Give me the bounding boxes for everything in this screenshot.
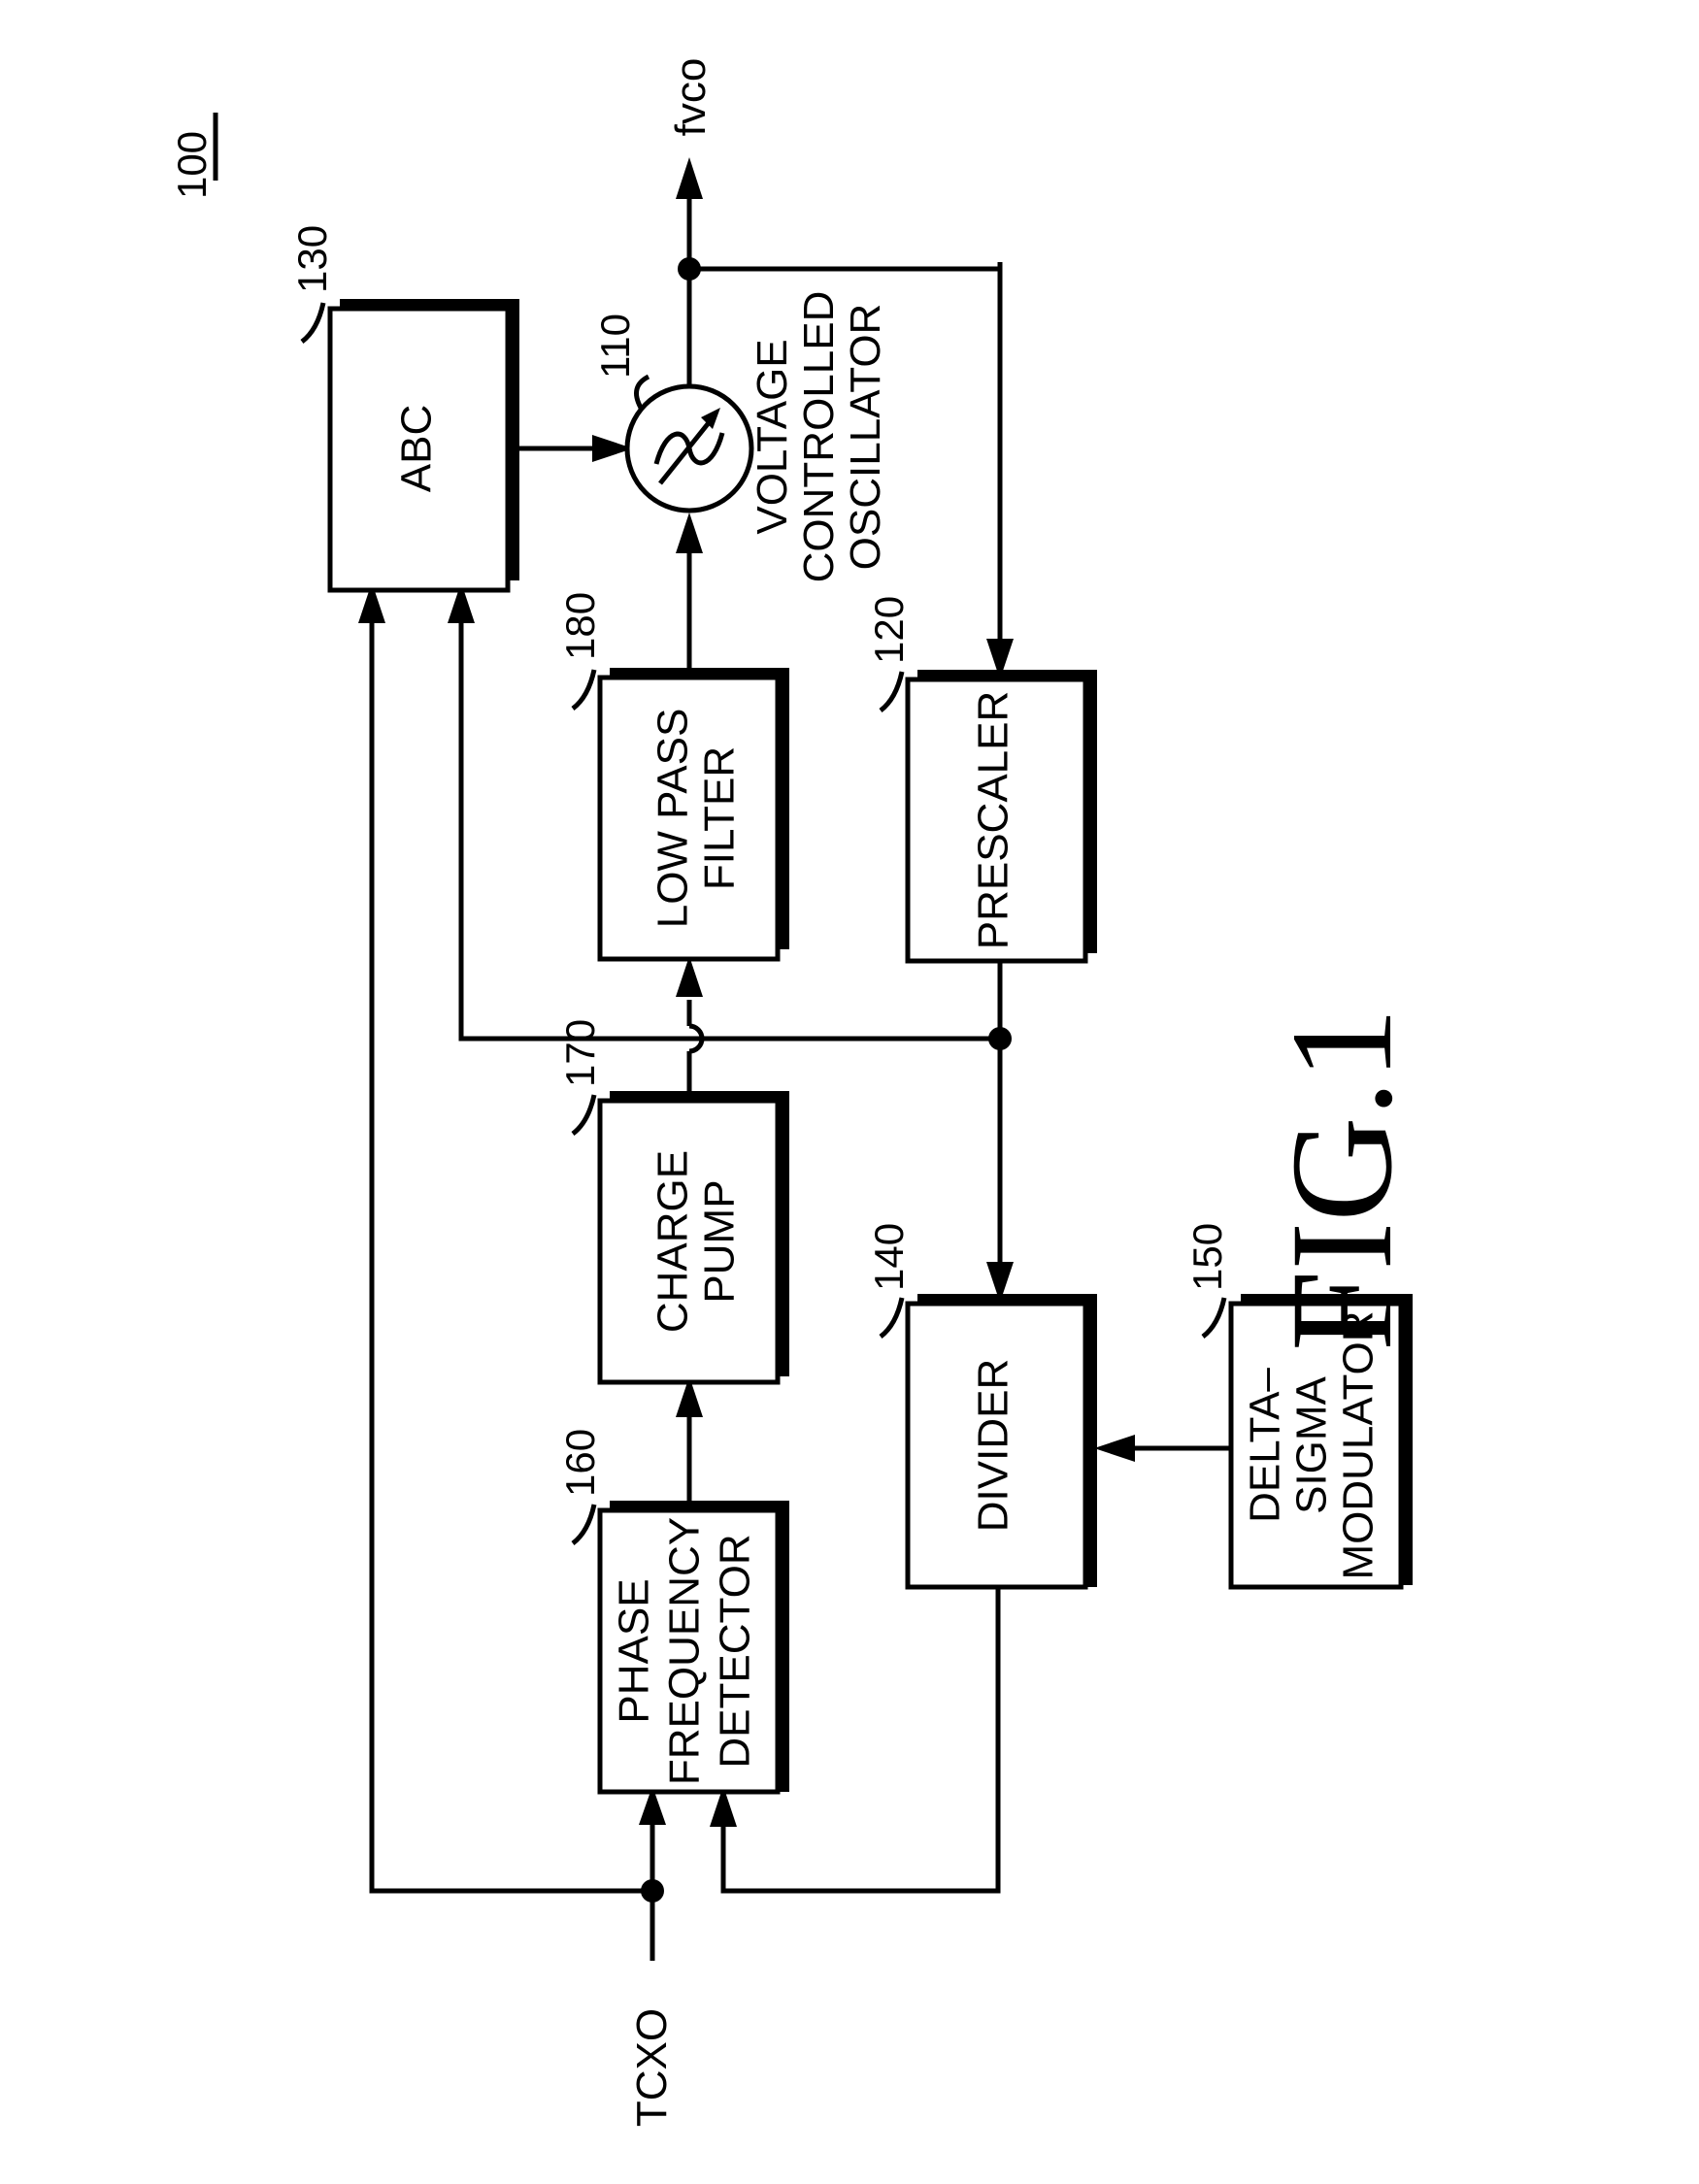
pfd-ref: 160 [557,1429,603,1497]
lpf-label-1: LOW PASS [650,709,697,929]
prescaler-label: PRESCALER [970,691,1017,950]
block-abc: ABC 130 [289,225,519,590]
vco-label-1: VOLTAGE [749,339,796,534]
abc-label: ABC [393,405,441,492]
pfd-ref-leader [573,1505,594,1543]
arrow-dsm-div [1094,1435,1135,1462]
abc-ref: 130 [289,225,335,293]
divider-label: DIVIDER [970,1359,1017,1532]
fvco-output-label: fvco [667,58,715,137]
charge-pump-ref-leader [573,1095,594,1134]
block-charge-pump: CHARGE PUMP 170 [557,1019,789,1382]
junction-prescaler [988,1027,1012,1050]
lpf-label-2: FILTER [696,746,744,890]
lpf-ref-leader [573,670,594,709]
charge-pump-ref: 170 [557,1019,603,1087]
lpf-ref: 180 [557,592,603,660]
block-low-pass-filter: LOW PASS FILTER 180 [557,592,789,959]
block-vco: 110 VOLTAGE CONTROLLED OSCILLATOR [592,291,889,583]
arrow-output [676,157,703,199]
divider-ref-leader [881,1298,902,1337]
vco-ref: 110 [592,314,638,379]
block-phase-frequency-detector: PHASE FREQUENCY DETECTOR 160 [557,1429,789,1792]
pfd-label-1: PHASE [611,1578,658,1723]
vco-label-3: OSCILLATOR [842,304,889,571]
pfd-label-2: FREQUENCY [661,1517,709,1785]
arrow-lpf-vco [676,513,703,553]
charge-pump-label-2: PUMP [696,1179,744,1303]
abc-ref-leader [302,303,323,342]
divider-ref: 140 [866,1223,912,1291]
figure-caption: FIG.1 [1261,1008,1422,1351]
tcxo-input-label: TCXO [628,2008,676,2127]
dsm-label-1: DELTA– [1242,1368,1289,1523]
arrow-cp-lpf [676,956,703,997]
pfd-label-3: DETECTOR [712,1534,759,1768]
prescaler-ref-leader [881,672,902,711]
charge-pump-label-1: CHARGE [650,1150,697,1333]
block-divider: DIVIDER 140 [866,1223,1097,1587]
block-prescaler: PRESCALER 120 [866,596,1097,961]
figure-reference-number: 100 [169,131,215,199]
prescaler-ref: 120 [866,596,912,664]
junction-output [678,257,701,281]
dsm-label-2: SIGMA [1288,1375,1336,1513]
dsm-ref: 150 [1184,1223,1230,1291]
vco-label-2: CONTROLLED [795,291,843,583]
dsm-ref-leader [1203,1298,1224,1337]
junction-tcxo [641,1879,664,1903]
